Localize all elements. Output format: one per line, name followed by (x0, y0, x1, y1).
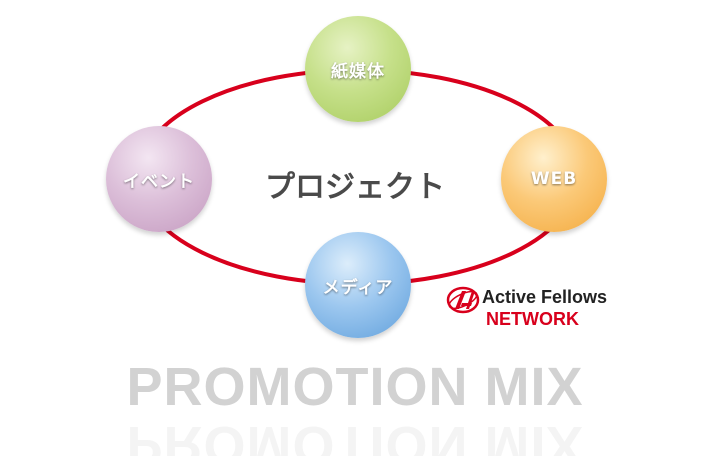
footer-reflection-text: PROMOTION MIX (126, 415, 584, 456)
footer-title-reflection: PROMOTION MIX (0, 414, 710, 456)
node-event: イベント (106, 126, 212, 232)
node-event-label: イベント (123, 171, 195, 192)
node-media-label: メディア (322, 277, 394, 298)
footer-title: PROMOTION MIX (126, 357, 584, 417)
node-paper-media: 紙媒体 (305, 16, 411, 122)
node-paper-label: 紙媒体 (331, 61, 385, 82)
center-label: プロジェクト (265, 170, 445, 205)
footer-title-block: PROMOTION MIX PROMOTION MIX (0, 356, 710, 456)
node-media: メディア (305, 232, 411, 338)
node-web: WEB (501, 126, 607, 232)
brand-name: Active Fellows (482, 287, 608, 307)
node-web-label: WEB (530, 169, 578, 189)
brand-logo-block: Active Fellows NETWORK (446, 285, 636, 331)
brand-subname: NETWORK (486, 309, 579, 329)
active-fellows-logo-icon (446, 286, 480, 314)
